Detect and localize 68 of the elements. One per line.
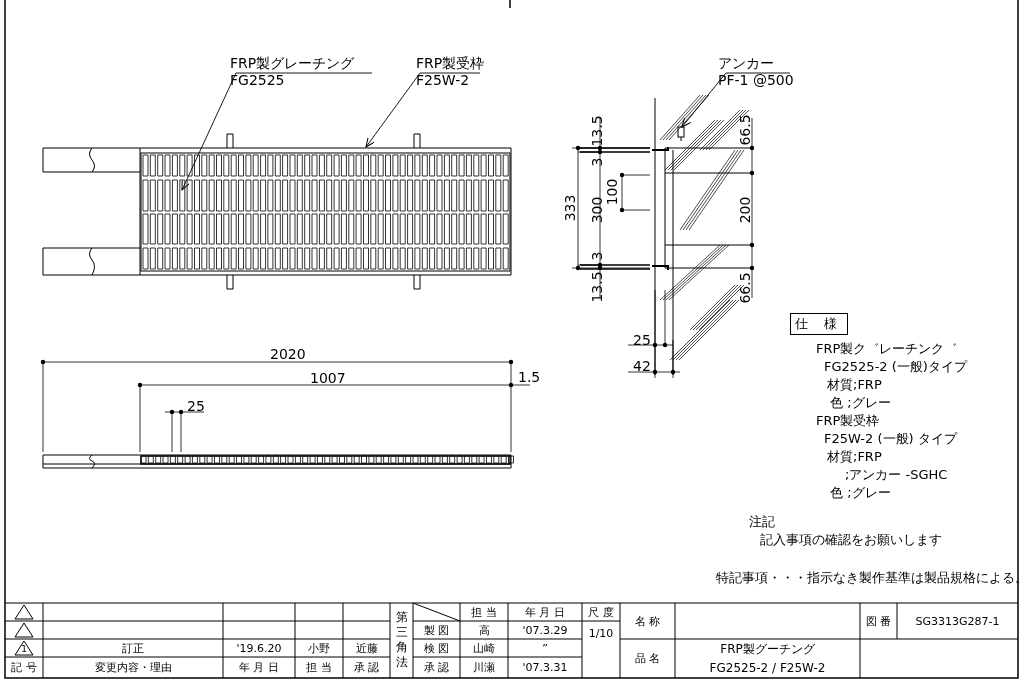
dimension-value: 333 xyxy=(563,194,577,222)
dimension-value: 3 xyxy=(590,251,604,261)
spec-text: ;アンカー -SGHC xyxy=(845,468,948,481)
callout-label: FG2525 xyxy=(230,72,286,89)
spec-text: F25W-2 (一般) タイプ xyxy=(824,432,957,445)
dimension-value: 66.5 xyxy=(738,272,752,304)
title-block-entry: 近藤 xyxy=(355,642,378,654)
title-block-entry: FG2525-2 / F25W-2 xyxy=(709,662,826,674)
title-block-entry: '19.6.20 xyxy=(236,642,282,654)
spec-text: FG2525-2 (一般)タイプ xyxy=(824,360,967,373)
dimension-value: 66.5 xyxy=(738,114,752,146)
spec-text: FRP製受枠 xyxy=(816,414,880,427)
title-block-entry: 製 図 xyxy=(423,624,450,636)
title-block-entry: 担 当 xyxy=(306,662,332,673)
spec-text: 材質;FRP xyxy=(827,450,882,463)
callout-label: F25W-2 xyxy=(416,72,471,89)
title-block-entry: 記 号 xyxy=(11,662,37,673)
note-heading: 注記 xyxy=(749,515,775,528)
title-block-entry: 検 図 xyxy=(423,642,450,654)
title-block-entry: 川瀬 xyxy=(473,662,495,673)
spec-text: 色 ;グレー xyxy=(830,396,891,409)
revision-number: 1 xyxy=(21,644,27,654)
callout-label: FRP製グレーチング xyxy=(230,55,355,72)
dimension-value: 200 xyxy=(738,196,752,224)
title-block-entry: ” xyxy=(542,642,548,654)
title-block-entry: 承 認 xyxy=(353,662,380,673)
dimension-value: 25 xyxy=(633,333,651,347)
grating-drawing xyxy=(140,152,511,272)
spec-text: 材質;FRP xyxy=(827,378,882,391)
dimension-value: 25 xyxy=(187,399,205,413)
dimension-value: 13.5 xyxy=(590,115,604,147)
dimension-value: 1.5 xyxy=(518,370,541,384)
title-block-entry: 品 名 xyxy=(634,653,661,664)
dimension-value: 300 xyxy=(590,196,604,224)
note-text: 記入事項の確認をお願いします xyxy=(760,533,942,546)
title-block-entry: 年 月 日 xyxy=(525,606,565,618)
dimension-value: 2020 xyxy=(270,347,306,361)
spec-text: 色 ;グレー xyxy=(830,486,891,499)
title-block-entry: 変更内容・理由 xyxy=(94,662,172,673)
spec-text: FRP製ク゛レーチンク゛ xyxy=(816,342,958,355)
anchor-drawing xyxy=(677,126,685,142)
title-block-entry: 小野 xyxy=(308,642,330,654)
title-block-entry: 尺 度 xyxy=(588,606,614,618)
title-block-entry: '07.3.31 xyxy=(522,662,568,673)
title-block-entry: 承 認 xyxy=(423,662,450,673)
title-block-entry: FRP製グーチング xyxy=(720,642,815,655)
title-block-entry: 名 称 xyxy=(634,615,661,627)
callout-label: アンカー xyxy=(718,55,775,72)
title-block-entry: '07.3.29 xyxy=(522,624,568,636)
title-block-entry: 第三角法 xyxy=(395,609,408,670)
title-block-entry: 図 番 xyxy=(865,615,892,627)
dimension-value: 13.5 xyxy=(590,271,604,303)
title-block-entry: 訂正 xyxy=(122,642,144,654)
dimension-value: 100 xyxy=(605,178,619,206)
title-block-entry: 高 xyxy=(478,624,490,636)
title-block-entry: 担 当 xyxy=(471,606,497,618)
dimension-value: 1007 xyxy=(310,371,346,385)
title-block-entry: 山崎 xyxy=(473,642,495,654)
callout-label: PF-1 @500 xyxy=(718,72,794,89)
frame-drawing xyxy=(42,133,512,290)
spec-heading: 仕 様 xyxy=(790,313,849,335)
callout-label: FRP製受枠 xyxy=(416,55,485,72)
special-note: 特記事項・・・指示なき製作基準は製品規格による。 xyxy=(716,571,1023,584)
dimension-value: 42 xyxy=(633,359,651,373)
title-block-entry: 年 月 日 xyxy=(239,662,279,673)
title-block-entry: 1/10 xyxy=(588,627,614,639)
dimension-value: 3 xyxy=(590,157,604,167)
title-block-entry: SG3313G287-1 xyxy=(915,615,1000,627)
